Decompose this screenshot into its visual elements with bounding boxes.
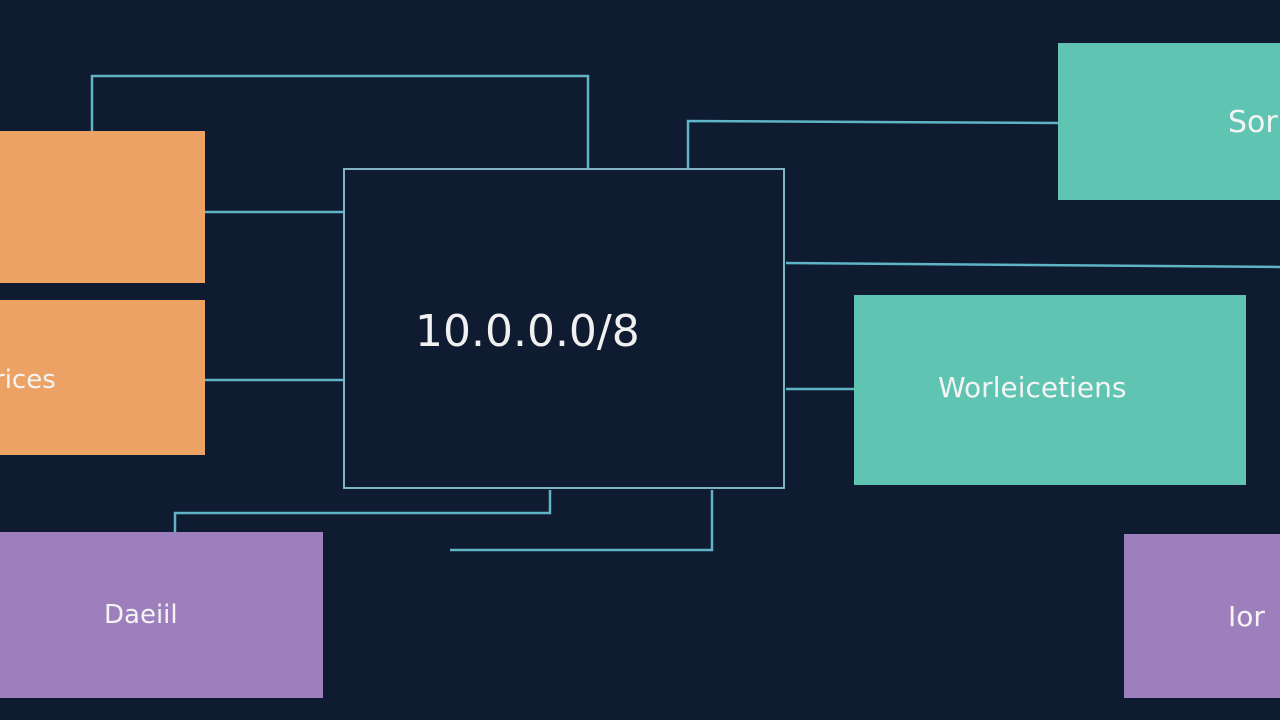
connector-center-to-purple-left (173, 490, 552, 532)
node-teal-middle[interactable]: Worleicetiens (854, 295, 1246, 485)
connector-center-to-teal-top (686, 119, 1059, 168)
node-label: Worleicetiens (938, 371, 1127, 404)
connector-orange-top-to-center-top (90, 74, 590, 168)
node-purple-right[interactable]: Ior (1124, 534, 1280, 698)
node-orange-top[interactable] (0, 131, 205, 283)
node-label: rices (0, 365, 56, 395)
node-label: Daeiil (104, 600, 178, 630)
node-purple-left[interactable]: Daeiil (0, 532, 323, 698)
node-orange-bottom[interactable]: rices (0, 300, 205, 455)
center-node-network[interactable]: 10.0.0.0/8 (343, 168, 785, 489)
connector-center-to-right-edge (785, 261, 1280, 269)
node-label: Sor (1228, 105, 1278, 140)
node-label: Ior (1228, 600, 1265, 633)
node-teal-top[interactable]: Sor (1058, 43, 1280, 200)
center-node-label: 10.0.0.0/8 (415, 306, 640, 357)
connector-center-bottom-loop (450, 490, 714, 552)
